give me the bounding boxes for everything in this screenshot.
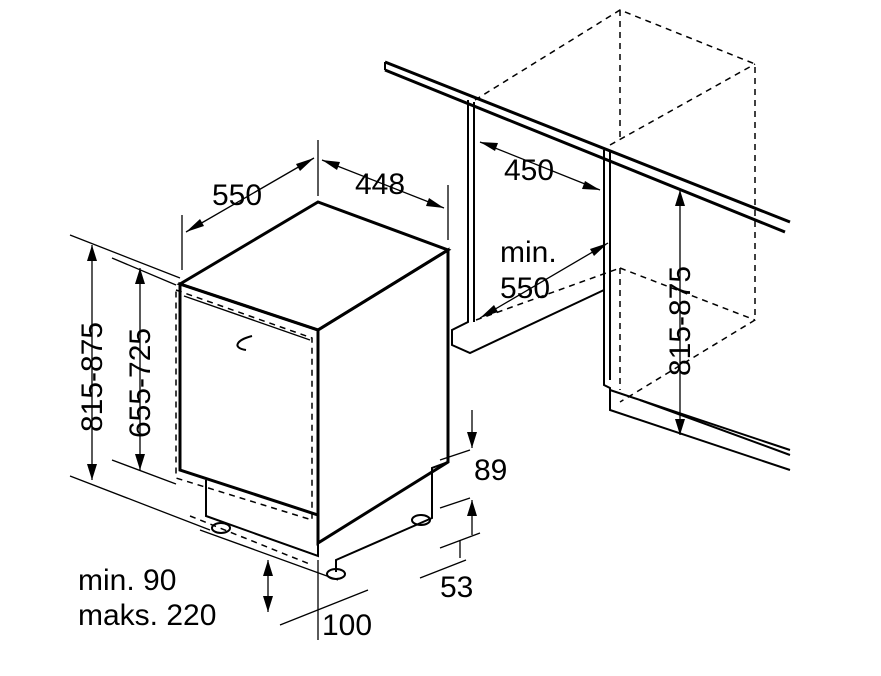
dim-depth-550 — [181, 140, 319, 270]
dim-plinth-height — [263, 560, 273, 612]
label-plinth-height-line2: maks. 220 — [78, 599, 216, 632]
countertop — [384, 60, 791, 234]
label-niche-depth-line1: min. — [500, 236, 557, 269]
label-niche-width: 450 — [504, 154, 554, 187]
label-niche-height: 815-875 — [664, 266, 697, 376]
label-plinth-bottom: 53 — [440, 571, 473, 604]
door-handle — [236, 335, 253, 351]
label-plinth-height-line1: min. 90 — [78, 564, 176, 597]
dim-plinth-depth — [279, 560, 369, 640]
label-door-height: 655-725 — [124, 328, 157, 438]
dim-niche-height — [675, 190, 685, 435]
niche-walls — [451, 100, 791, 471]
dim-niche-450 — [479, 141, 601, 191]
dim-niche-depth-550 — [479, 242, 609, 319]
label-width: 448 — [355, 168, 405, 201]
dim-plinth-right — [419, 410, 481, 579]
upper-cabinet-outline — [474, 9, 756, 403]
dim-appliance-height — [69, 234, 211, 531]
label-appliance-height: 815-875 — [76, 322, 109, 432]
dim-door-height — [111, 257, 177, 485]
dim-width-448 — [321, 159, 449, 240]
label-niche-depth-line2: 550 — [500, 272, 550, 305]
label-depth: 550 — [212, 179, 262, 212]
label-plinth-depth: 100 — [322, 609, 372, 642]
label-plinth-top: 89 — [474, 454, 507, 487]
plinth — [189, 461, 449, 581]
door-panel-outline — [175, 289, 313, 522]
